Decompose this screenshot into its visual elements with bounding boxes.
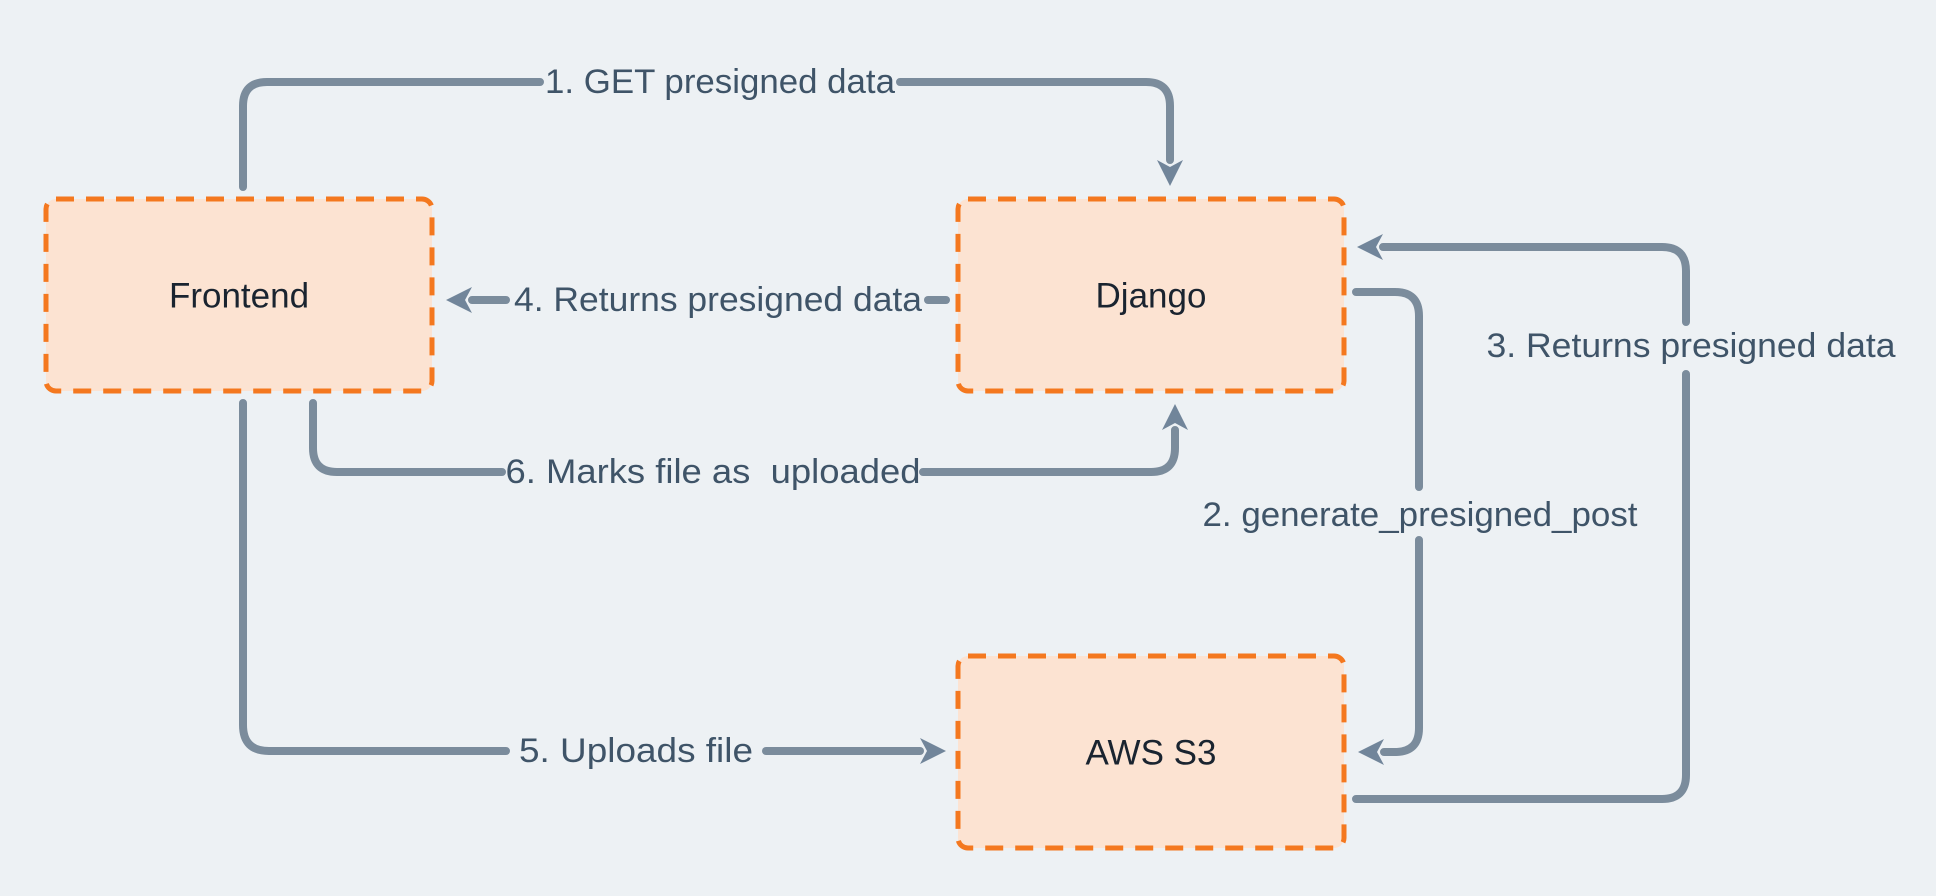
edge-1-label: 1. GET presigned data <box>545 63 895 101</box>
edge-1-segment-end <box>896 78 1183 186</box>
aws-s3-label: AWS S3 <box>1086 734 1217 773</box>
frontend-label: Frontend <box>169 277 309 316</box>
edge-get-presigned-data: 1. GET presigned data <box>239 63 1183 191</box>
edge-3-segment-end <box>1357 234 1690 326</box>
django-box <box>955 196 1347 394</box>
node-frontend: Frontend <box>43 196 435 394</box>
frontend-box <box>43 196 435 394</box>
edge-2-segment-start <box>1352 288 1423 491</box>
node-django: Django <box>955 196 1347 394</box>
node-aws-s3: AWS S3 <box>955 653 1347 851</box>
edge-6-segment-start <box>309 399 506 476</box>
edge-3-label: 3. Returns presigned data <box>1487 327 1896 365</box>
edge-returns-presigned-data-to-frontend: 4. Returns presigned data <box>446 281 950 319</box>
edge-6-segment-end <box>919 404 1188 476</box>
edge-3-segment-start <box>1352 370 1690 803</box>
edge-5-label: 5. Uploads file <box>519 732 753 770</box>
edge-2-label: 2. generate_presigned_post <box>1203 496 1639 534</box>
edge-marks-file-uploaded: 6. Marks file as uploaded <box>309 399 1188 491</box>
edge-2-segment-end <box>1358 536 1423 765</box>
edge-6-label: 6. Marks file as uploaded <box>506 453 921 491</box>
edge-uploads-file: 5. Uploads file <box>239 399 946 770</box>
edge-1-segment-start <box>239 78 544 191</box>
edge-5-segment-start <box>239 399 510 755</box>
aws-s3-box <box>955 653 1347 851</box>
django-label: Django <box>1096 277 1207 316</box>
edge-4-label: 4. Returns presigned data <box>514 281 922 319</box>
edge-generate-presigned-post: 2. generate_presigned_post <box>1203 288 1639 765</box>
edge-returns-presigned-data-to-django: 3. Returns presigned data <box>1352 234 1896 803</box>
